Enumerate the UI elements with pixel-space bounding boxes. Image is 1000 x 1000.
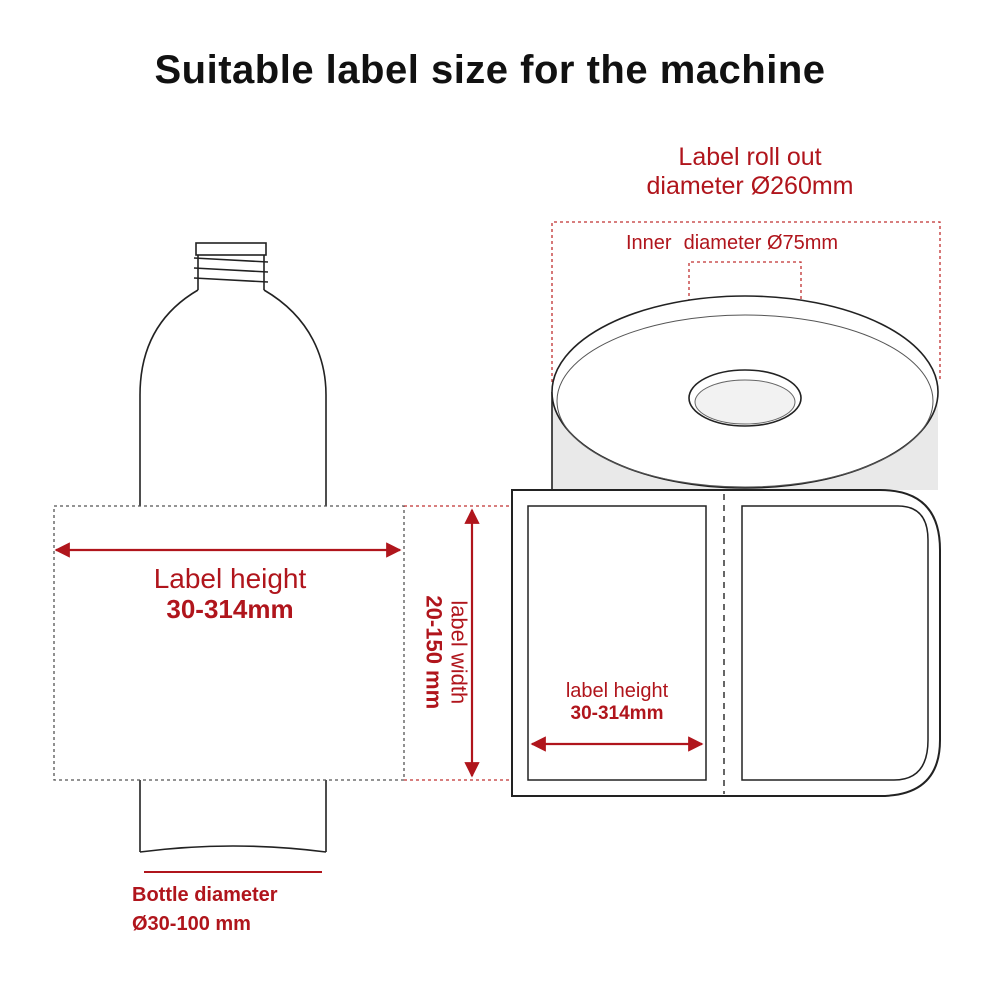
roll-core-inner: [694, 379, 796, 425]
roll-inner-part-2: diameter Ø75mm: [683, 232, 839, 254]
bottle-base: [139, 845, 327, 853]
page-title: Suitable label size for the machine: [154, 48, 826, 92]
bottle-left-side: [139, 289, 199, 508]
bottle-label-area: [53, 505, 405, 781]
bottle-illustration: [139, 242, 327, 853]
bottle-diameter-value: Ø30-100 mm: [132, 913, 251, 935]
label-roll-illustration: [511, 221, 941, 797]
strip-label-1: [527, 505, 707, 781]
bottle-neck: [197, 255, 265, 290]
label-width-text: label width 20-150 mm: [421, 502, 472, 802]
roll-inner-diameter-label: Inner diameter Ø75mm: [626, 232, 838, 255]
strip-label-height-value: 30-314mm: [570, 703, 664, 724]
bottle-right-side: [263, 289, 327, 508]
outer-diameter-guide: [551, 221, 941, 382]
bottle-thread: [193, 257, 269, 283]
roll-inner-part-1: Inner: [626, 232, 672, 254]
roll-outer-line-2: diameter Ø260mm: [646, 171, 854, 200]
bottle-label-height-title: Label height: [153, 563, 307, 594]
strip-label-height-text: label height 30-314mm: [532, 680, 702, 725]
strip-label-height-title: label height: [565, 680, 669, 702]
bottle-diameter-text: Bottle diameter Ø30-100 mm: [132, 884, 278, 936]
bottle-diameter-title: Bottle diameter: [132, 884, 278, 906]
bottle-lower-body: [139, 780, 327, 852]
bottle-label-height-text: Label height 30-314mm: [94, 563, 366, 625]
bottle-label-height-value: 30-314mm: [166, 594, 294, 625]
label-width-title: label width: [446, 600, 472, 705]
roll-top-ring: [556, 314, 934, 488]
roll-outer-diameter-label: Label roll out diameter Ø260mm: [600, 143, 900, 201]
bottle-cap-rim: [195, 242, 267, 256]
roll-outer-line-1: Label roll out: [678, 143, 822, 171]
label-width-value: 20-150 mm: [421, 595, 446, 710]
strip-label-2: [741, 505, 929, 781]
